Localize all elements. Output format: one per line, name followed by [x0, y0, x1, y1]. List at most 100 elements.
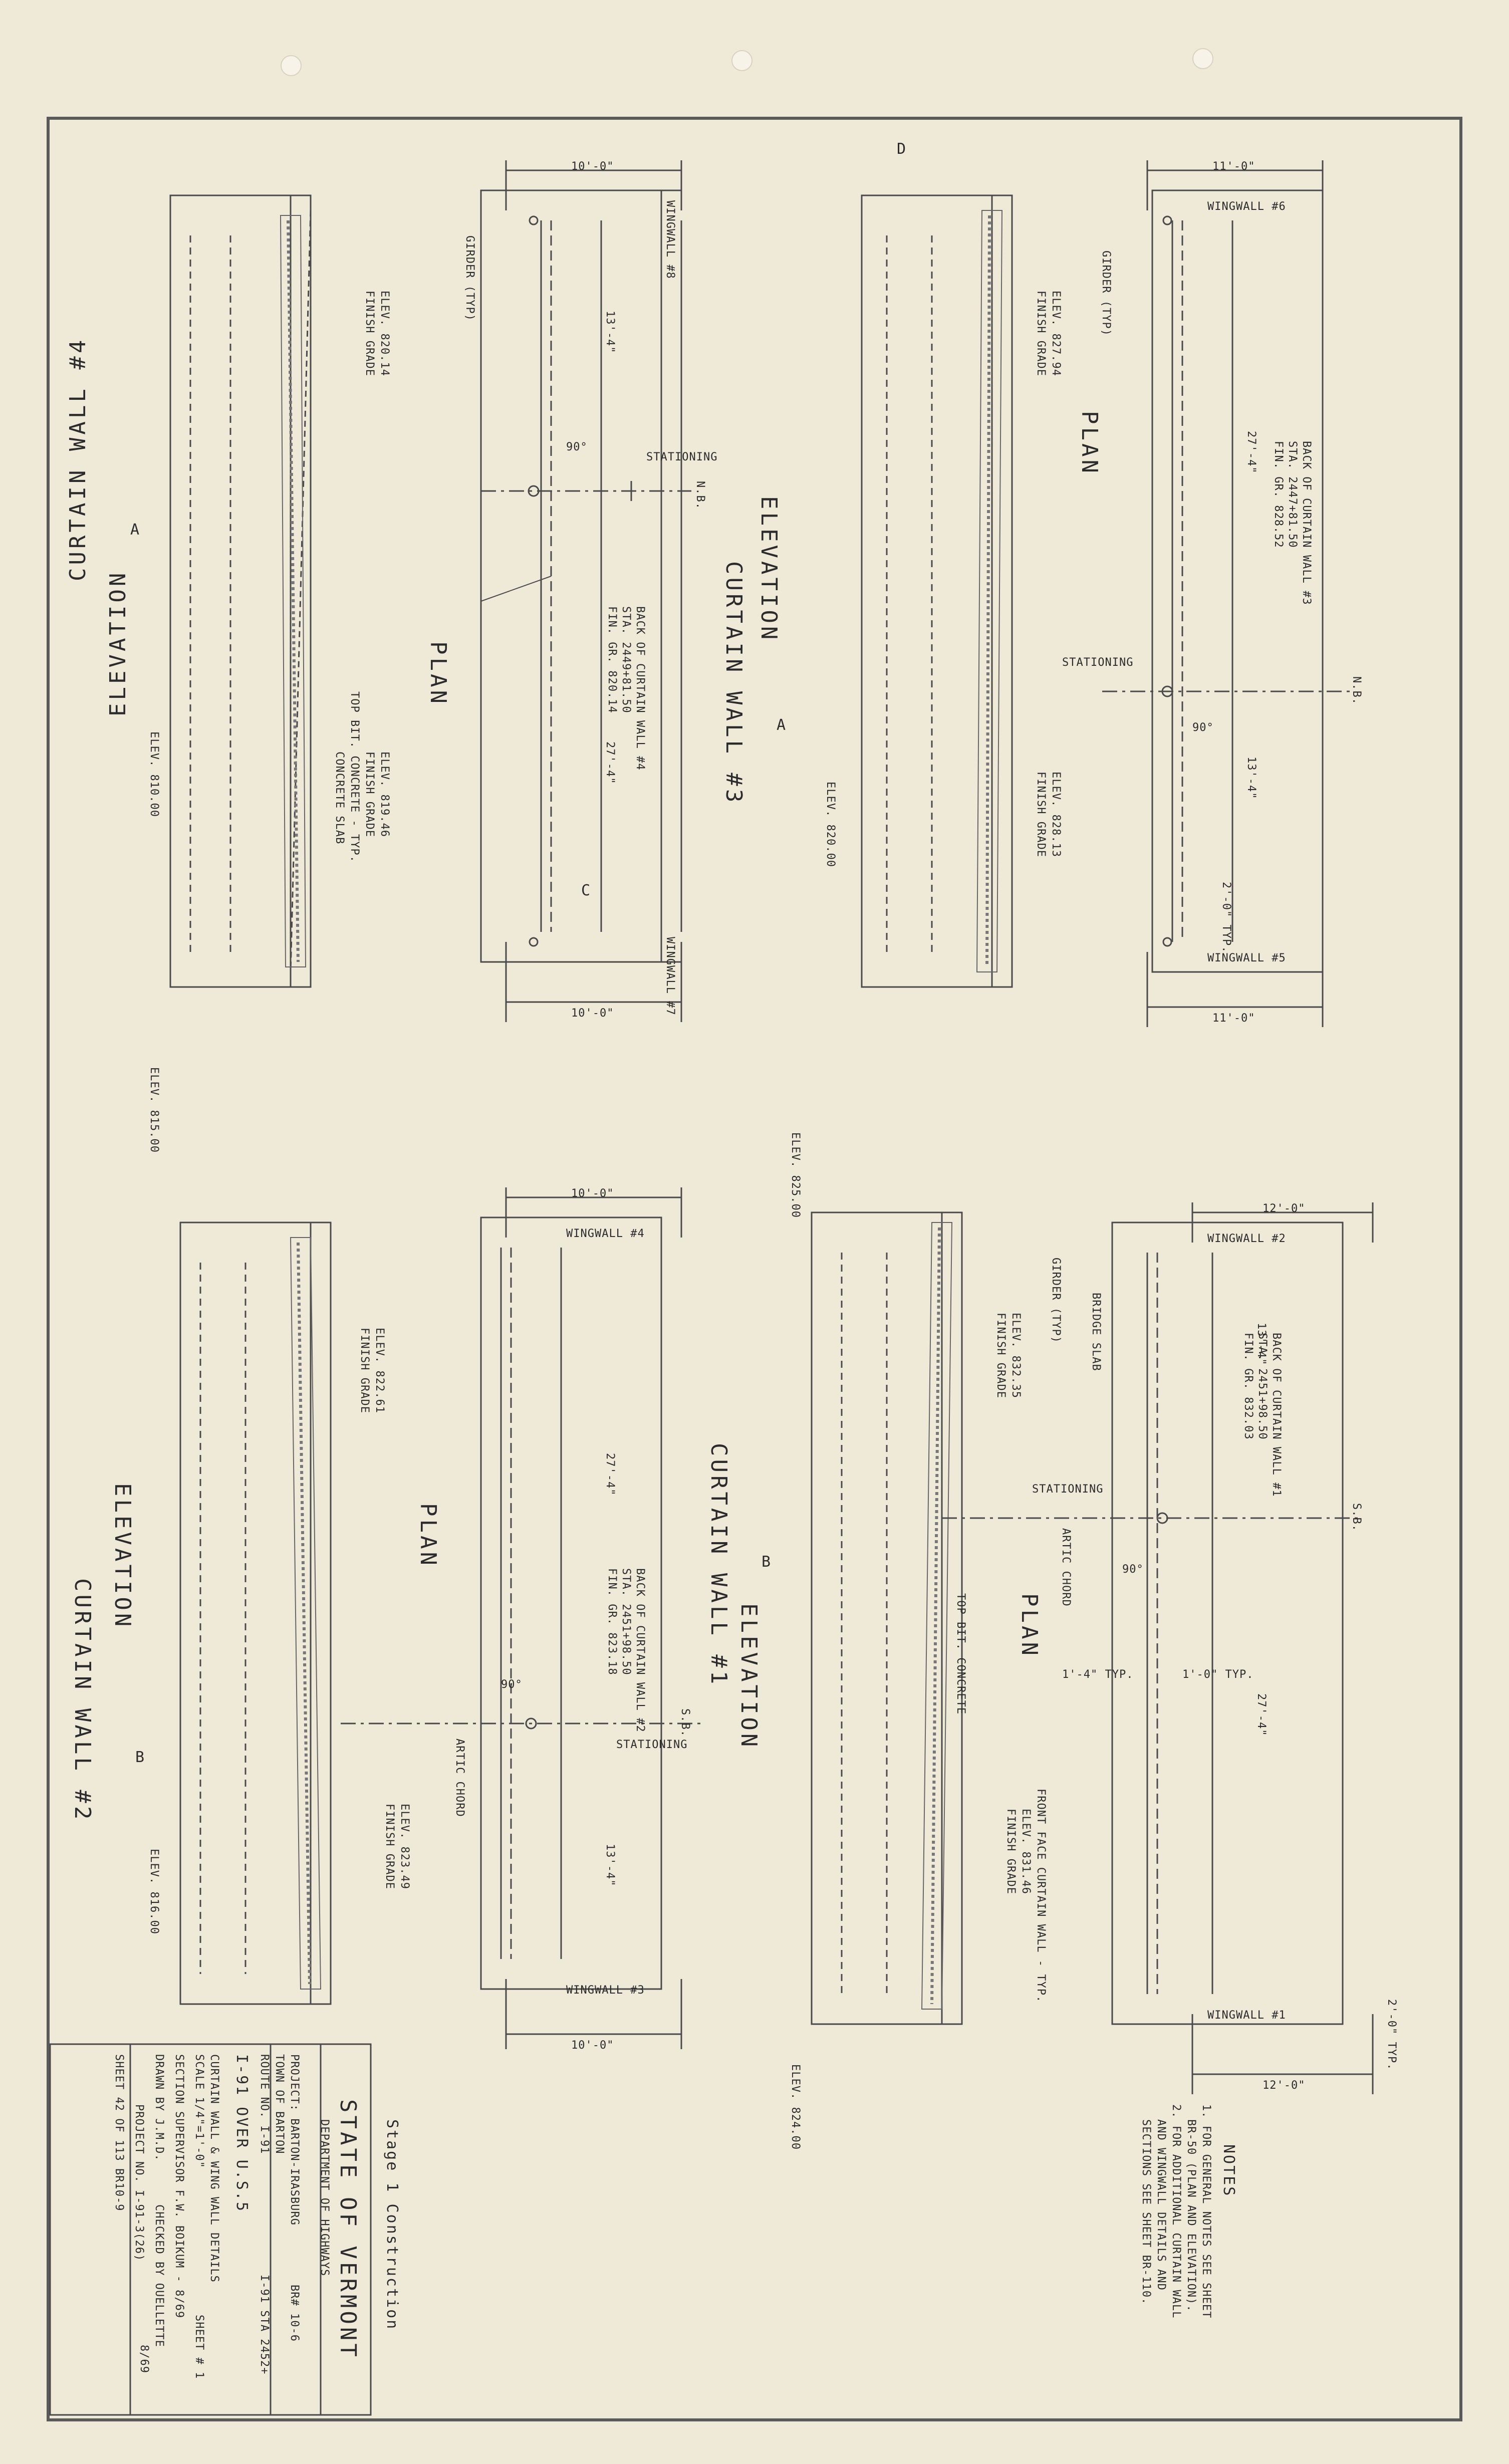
- cw4-wall-title: CURTAIN WALL #4: [65, 337, 91, 581]
- tb-state: STATE OF VERMONT: [335, 2099, 361, 2360]
- cw2-section-b: B: [135, 1749, 146, 1766]
- cw4-elev2b: FINISH GRADE: [363, 752, 376, 837]
- cw3-dim-b: 13'-4": [1245, 757, 1258, 800]
- cw3-back-grade: FIN. GR. 828.52: [1272, 441, 1285, 548]
- cw1-dim-c: 1'-4" TYP.: [1062, 1668, 1134, 1681]
- notes-title: NOTES: [1220, 2144, 1237, 2197]
- cw3-plan-title: PLAN: [1077, 411, 1102, 476]
- cw2-angle: 90°: [501, 1678, 523, 1691]
- tb-desc: CURTAIN WALL & WING WALL DETAILS: [208, 2054, 220, 2283]
- cw2-plan-title: PLAN: [415, 1503, 441, 1568]
- tb-project: PROJECT: BARTON-IRASBURG: [288, 2054, 301, 2226]
- cw2-chord: ARTIC CHORD: [453, 1739, 466, 1817]
- cw3-wingwall-bottom: WINGWALL #5: [1207, 952, 1286, 964]
- cw2-elev2b: FINISH GRADE: [383, 1804, 396, 1889]
- cw1-plan-title: PLAN: [1017, 1593, 1042, 1658]
- cw3-elev3: ELEV. 820.00: [824, 782, 837, 867]
- cw1-note-concrete: TOP BIT. CONCRETE: [954, 1593, 967, 1715]
- cw1-elev1: ELEV. 832.35: [1010, 1313, 1022, 1398]
- cw3-dim-top: 11'-0": [1212, 160, 1255, 173]
- cw4-elevation-drawing: [169, 194, 312, 988]
- cw1-chord: ARTIC CHORD: [1060, 1528, 1072, 1607]
- cw2-elev2: ELEV. 823.49: [398, 1804, 411, 1889]
- cw2-elev1: ELEV. 822.61: [373, 1328, 386, 1413]
- cw1-dim-bottom: 12'-0": [1263, 2079, 1306, 2092]
- punch-hole: [1192, 48, 1213, 69]
- cw2-wingwall-top: WINGWALL #4: [566, 1227, 645, 1240]
- cw2-sb: S.B.: [679, 1708, 691, 1737]
- cw1-elev-left: ELEV. 825.00: [789, 1132, 802, 1218]
- cw4-dim-top: 10'-0": [571, 160, 614, 173]
- cw3-nb: N.B.: [1350, 676, 1363, 705]
- cw1-elevation-title: ELEVATION: [736, 1603, 762, 1750]
- cw4-section-c: C: [581, 882, 592, 899]
- cw3-plan-drawing: [1102, 160, 1353, 1027]
- cw3-girder: GIRDER (TYP): [1100, 251, 1112, 336]
- cw1-angle: 90°: [1122, 1563, 1144, 1576]
- cw3-section-a: A: [777, 716, 788, 734]
- stage-label: Stage 1 Construction: [383, 2119, 401, 2331]
- cw1-dim-top: 12'-0": [1263, 1202, 1306, 1215]
- cw3-angle: 90°: [1192, 721, 1214, 734]
- note-1b: BR-50 (PLAN AND ELEVATION).: [1185, 2119, 1197, 2312]
- note-1: 1. FOR GENERAL NOTES SEE SHEET: [1200, 2104, 1212, 2319]
- cw3-elev1b: FINISH GRADE: [1035, 291, 1047, 376]
- cw2-elev1b: FINISH GRADE: [358, 1328, 371, 1413]
- cw2-dim-a: 27'-4": [604, 1453, 616, 1496]
- cw4-section-a: A: [130, 521, 141, 539]
- cw4-dim-b: 27'-4": [604, 742, 616, 785]
- note-2b: AND WINGWALL DETAILS AND: [1155, 2119, 1167, 2291]
- cw1-elev2b: FINISH GRADE: [1004, 1809, 1017, 1894]
- tb-br: BR# 10-6: [288, 2285, 301, 2342]
- cw3-elev1: ELEV. 827.94: [1050, 291, 1062, 376]
- cw1-elevation-drawing: [811, 1211, 963, 2025]
- cw4-dim-bottom: 10'-0": [571, 1007, 614, 1020]
- cw2-elevation-drawing: [179, 1221, 332, 2005]
- tb-over: I-91 OVER U.S.5: [233, 2054, 250, 2212]
- cw4-wingwall-bottom: WINGWALL #7: [664, 937, 676, 1016]
- cw2-plan-drawing: [341, 1187, 701, 2049]
- cw4-back-grade: FIN. GR. 820.14: [606, 606, 618, 713]
- cw2-dim-b: 13'-4": [604, 1844, 616, 1887]
- note-2c: SECTIONS SEE SHEET BR-110.: [1140, 2119, 1152, 2305]
- cw3-back: BACK OF CURTAIN WALL #3: [1300, 441, 1313, 605]
- tb-checked-date: 8/69: [138, 2345, 150, 2373]
- cw3-back-sta: STA. 2447+81.50: [1286, 441, 1299, 548]
- tb-drawn: DRAWN BY J.M.D.: [153, 2054, 165, 2161]
- cw4-elev3: ELEV. 810.00: [148, 731, 160, 817]
- cw1-back-sta: STA. 2451+98.50: [1256, 1333, 1269, 1440]
- cw2-back-grade: FIN. GR. 823.18: [606, 1568, 618, 1675]
- title-block-frame: [49, 2043, 372, 2416]
- cw4-angle: 90°: [566, 441, 588, 453]
- cw4-elevation-title: ELEVATION: [105, 570, 131, 716]
- cw4-wingwall-top: WINGWALL #8: [664, 200, 676, 279]
- tb-sta: I-91 STA 2452+: [258, 2275, 271, 2375]
- tb-checked: CHECKED BY OUELLETTE: [153, 2204, 165, 2347]
- cw1-sb: S.B.: [1350, 1503, 1363, 1532]
- cw2-wall-title: CURTAIN WALL #2: [70, 1578, 95, 1823]
- cw3-elev2: ELEV. 828.13: [1050, 772, 1062, 857]
- cw1-front-face: FRONT FACE CURTAIN WALL - TYP.: [1035, 1789, 1047, 2003]
- cw1-elev1b: FINISH GRADE: [994, 1313, 1007, 1398]
- cw3-dim-a: 27'-4": [1245, 431, 1258, 474]
- sheet-border: [47, 117, 1462, 2421]
- tb-scale: SCALE 1/4"=1'-0": [193, 2054, 205, 2168]
- cw4-back-sta: STA. 2449+81.50: [620, 606, 632, 713]
- cw1-back: BACK OF CURTAIN WALL #1: [1270, 1333, 1283, 1497]
- tb-project-no: PROJECT NO. I-91-3(26): [133, 2104, 145, 2262]
- cw3-elev2b: FINISH GRADE: [1035, 772, 1047, 857]
- cw3-dim-bottom: 11'-0": [1212, 1012, 1255, 1025]
- cw4-plan-title: PLAN: [425, 641, 451, 706]
- cw4-elev1: ELEV. 820.14: [378, 291, 391, 376]
- cw3-wall-title: CURTAIN WALL #3: [721, 561, 746, 806]
- cw1-dim-b: 27'-4": [1255, 1693, 1268, 1737]
- cw1-bridge-slab: BRIDGE SLAB: [1090, 1293, 1102, 1371]
- cw1-dim-e: 2'-0" TYP.: [1385, 1999, 1398, 2071]
- cw3-elevation-title: ELEVATION: [756, 496, 782, 643]
- cw1-section-b: B: [762, 1553, 773, 1571]
- cw1-wingwall-bottom: WINGWALL #1: [1207, 2009, 1286, 2022]
- cw3-section-d: D: [897, 140, 908, 158]
- cw2-wingwall-bottom: WINGWALL #3: [566, 1984, 645, 1997]
